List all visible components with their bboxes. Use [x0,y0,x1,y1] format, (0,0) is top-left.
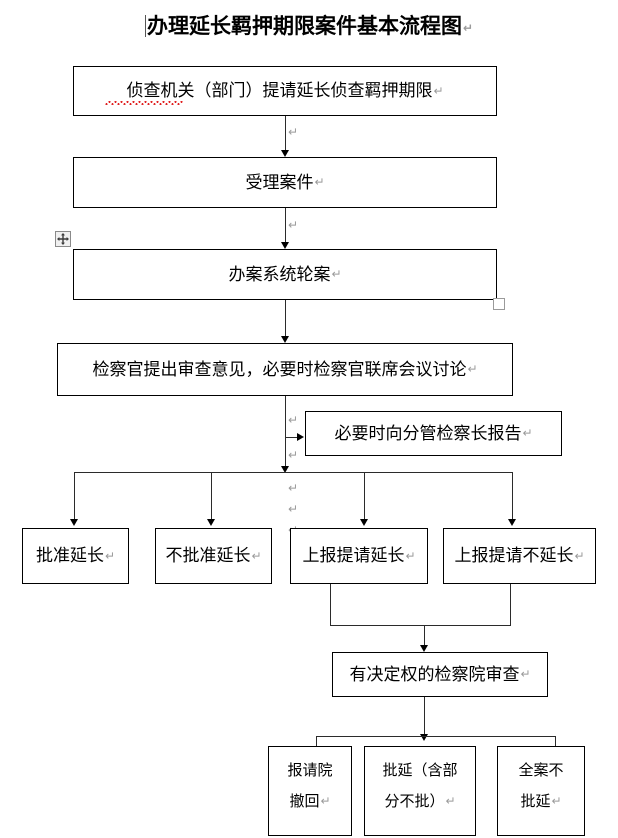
arrowhead-branch-leg-3 [360,519,368,526]
connector-n8-merge [330,584,331,625]
move-handle-icon[interactable] [55,231,71,247]
flow-node-label: 侦查机关（部门）提请延长侦查羁押期限 [126,81,433,101]
connector-n1-n2 [285,116,286,152]
arrowhead-merge-n10 [420,645,428,652]
spellcheck-underline [105,101,183,105]
paragraph-mark-icon: ↵ [288,413,299,427]
paragraph-mark-icon: ↵ [462,21,474,35]
paragraph-mark-icon: ↵ [288,125,299,139]
flow-node-label: 检察官提出审查意见，必要时检察官联席会议讨论 [92,359,467,379]
paragraph-mark-icon: ↵ [314,175,325,189]
flow-node-escalate-request-extension[interactable]: 上报提请延长↵ [290,528,428,584]
paragraph-mark-icon: ↵ [574,548,585,563]
flow-node-label-line1: 报请院 [287,763,333,779]
arrowhead-branch-leg-1 [70,519,78,526]
resize-handle-icon[interactable] [493,298,505,310]
paragraph-mark-icon: ↵ [433,83,444,98]
arrowhead-n4-trunk [281,466,289,473]
flow-node-prosecutor-opinion[interactable]: 检察官提出审查意见，必要时检察官联席会议讨论↵ [57,343,513,396]
page-title: 办理延长羁押期限案件基本流程图↵ [0,10,618,40]
flow-node-reject-whole-case-extension[interactable]: 全案不 批延↵ [497,746,585,836]
arrowhead-trunk-n5 [297,433,304,441]
arrowhead-branch-leg-4 [508,519,516,526]
paragraph-mark-icon: ↵ [551,794,562,808]
paragraph-mark-icon: ↵ [331,267,342,281]
paragraph-mark-icon: ↵ [522,426,533,440]
flow-node-label-line2: 分不批）↵ [384,794,456,810]
flow-node-label: 办案系统轮案 [228,264,331,284]
flow-node-label-line2: 批延↵ [520,794,562,810]
connector-trunk-n5 [286,437,298,438]
connector-n2-n3 [285,208,286,244]
paragraph-mark-icon: ↵ [251,548,262,563]
flow-node-label-line1: 全案不 [518,763,564,779]
connector-branch-bar [74,472,512,473]
arrowhead-n2-n3 [281,242,289,249]
flow-node-label: 受理案件 [245,172,314,192]
flow-node-label: 上报提请延长 [302,546,405,566]
paragraph-mark-icon: ↵ [445,794,456,808]
flow-node-approve-extension[interactable]: 批准延长↵ [22,528,129,584]
stray-paragraph-mark-icon: ↵ [288,481,299,495]
paragraph-mark-icon: ↵ [104,548,116,563]
paragraph-mark-icon: ↵ [405,548,416,563]
connector-n9-merge [510,584,511,625]
flow-node-request-withdrawal[interactable]: 报请院 撤回↵ [268,746,352,836]
flow-node-authorized-procuratorate-review[interactable]: 有决定权的检察院审查↵ [332,652,548,697]
arrowhead-n1-n2 [281,150,289,157]
flow-node-escalate-request-no-extension[interactable]: 上报提请不延长↵ [443,528,596,584]
connector-branch-leg-4 [512,472,513,522]
paragraph-mark-icon: ↵ [520,667,531,681]
connector-merge-n10 [424,625,425,650]
paragraph-mark-icon: ↵ [288,218,299,232]
paragraph-mark-icon: ↵ [320,794,331,808]
page-title-text: 办理延长羁押期限案件基本流程图 [146,14,462,38]
connector-final-split-bar [316,736,555,737]
arrowhead-n3-n4 [281,336,289,343]
stray-paragraph-mark-icon: ↵ [288,502,299,516]
connector-branch-leg-1 [74,472,75,522]
flow-node-label-line1: 批延（含部 [382,763,458,779]
flow-node-reject-extension[interactable]: 不批准延长↵ [155,528,272,584]
connector-n4-trunk [285,396,286,471]
connector-branch-leg-2 [211,472,212,522]
flow-node-approve-partial-extension[interactable]: 批延（含部 分不批）↵ [364,746,476,836]
connector-n3-n4 [285,300,286,338]
flow-node-label: 不批准延长 [165,546,251,566]
paragraph-mark-icon: ↵ [288,448,299,462]
arrowhead-branch-leg-2 [207,519,215,526]
connector-n10-trunk [424,697,425,737]
connector-merge-bar [330,625,511,626]
flow-node-accept-case[interactable]: 受理案件↵ [73,157,497,208]
connector-branch-leg-3 [364,472,365,522]
flow-node-label-line2: 撤回↵ [289,794,331,810]
flow-node-label: 有决定权的检察院审查 [349,664,520,684]
flow-node-label: 批准延长 [35,546,104,566]
flow-node-case-system-assignment[interactable]: 办案系统轮案↵ [73,249,497,300]
arrowhead-n10-center [420,734,428,741]
flow-node-label: 必要时向分管检察长报告 [334,423,522,443]
text-cursor [144,15,146,37]
flow-node-request-extension[interactable]: 侦查机关（部门）提请延长侦查羁押期限↵ [73,66,497,116]
paragraph-mark-icon: ↵ [467,362,478,376]
flow-node-label: 上报提请不延长 [454,546,574,566]
flow-node-report-to-deputy[interactable]: 必要时向分管检察长报告↵ [305,411,562,456]
